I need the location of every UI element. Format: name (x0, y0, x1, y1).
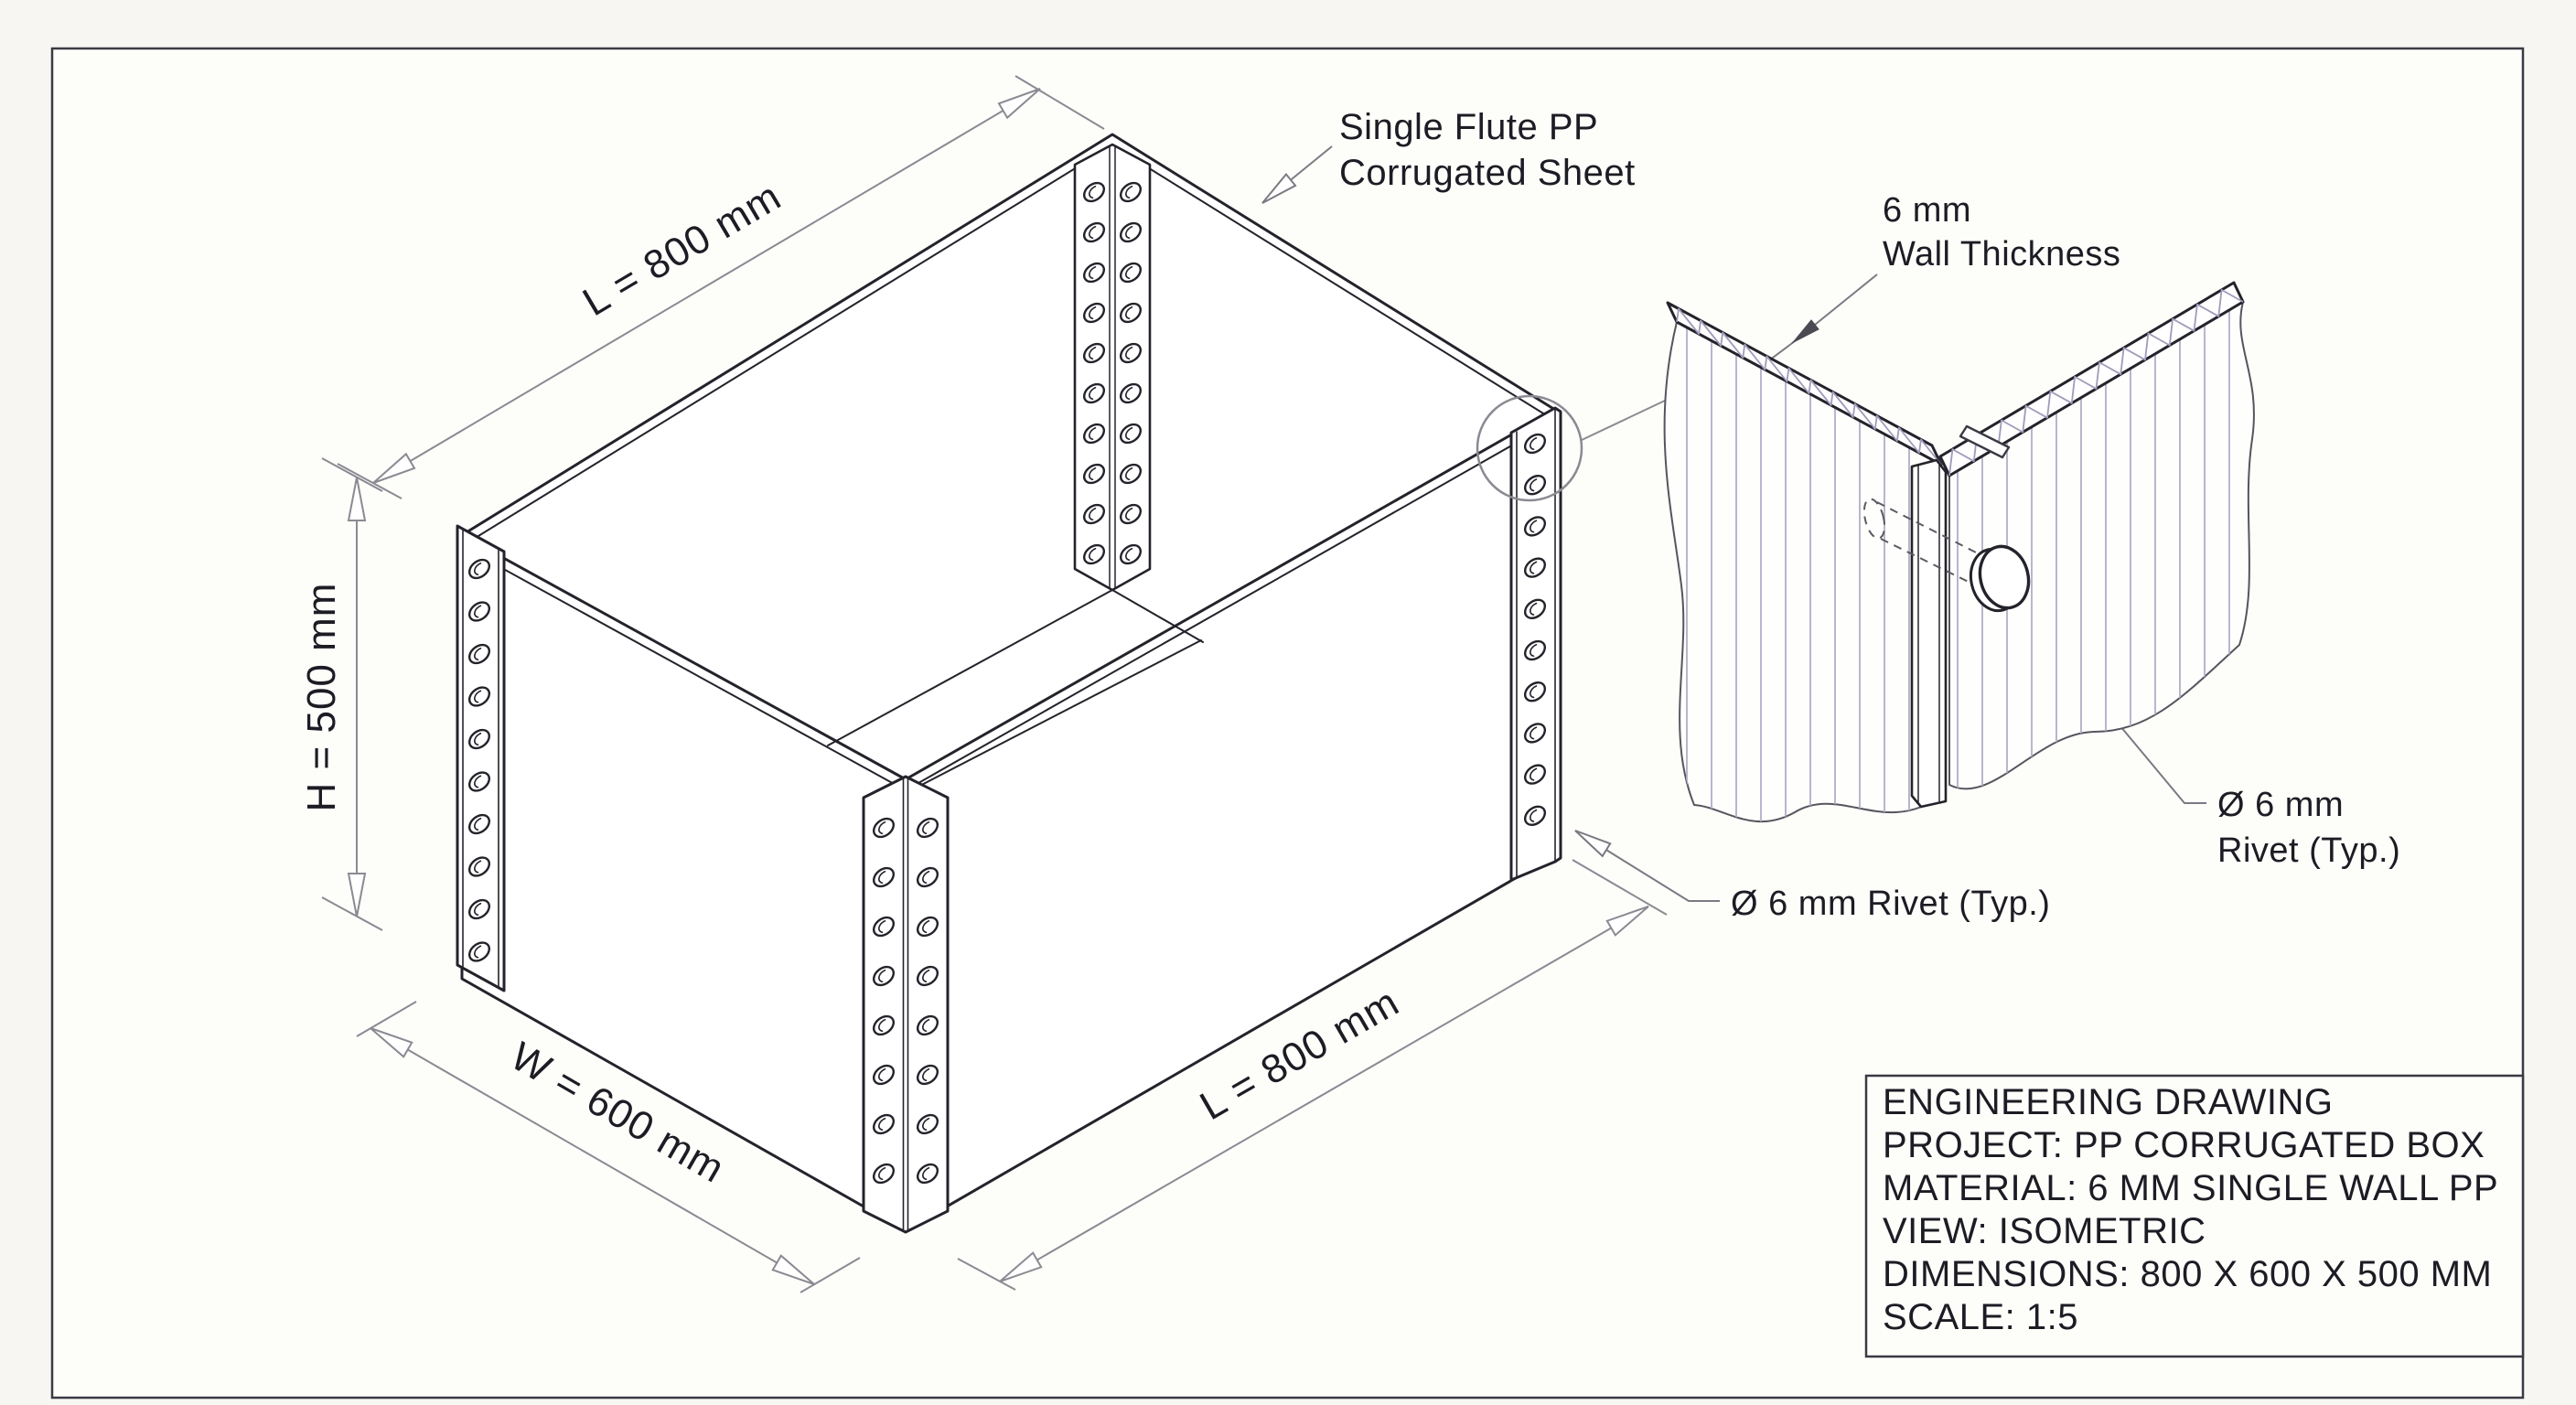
callout-wall-thickness-line1: 6 mm (1883, 191, 1971, 230)
callout-sheet-line2: Corrugated Sheet (1339, 153, 1636, 193)
dim-line-length-top (372, 88, 1041, 484)
title-line-3: MATERIAL: 6 MM SINGLE WALL PP (1883, 1168, 2498, 1208)
dim-label-height: H = 500 mm (299, 583, 344, 812)
leader-rivet-main (1574, 830, 1720, 902)
title-block-frame (1864, 1074, 2525, 1358)
detail-rivet-head (1969, 544, 2031, 613)
corner-post-front (862, 775, 950, 1234)
corner-post-back (1073, 143, 1152, 592)
dim-line-length-bottom (999, 906, 1649, 1282)
detail-callout-circle (1476, 394, 1583, 502)
title-line-2: PROJECT: PP CORRUGATED BOX (1883, 1125, 2485, 1165)
leader-sheet-label (1261, 145, 1333, 204)
title-block: ENGINEERING DRAWING PROJECT: PP CORRUGAT… (1864, 1074, 2525, 1358)
callout-rivet-detail-line2: Rivet (Typ.) (2217, 831, 2400, 870)
rivet-tail-nub (1959, 424, 2011, 459)
leader-wall-thickness-outer (1790, 273, 1878, 345)
callout-sheet-line1: Single Flute PP (1339, 107, 1598, 147)
dimensions (321, 75, 1668, 1293)
corner-detail-view (1663, 281, 2255, 823)
title-line-5: DIMENSIONS: 800 X 600 X 500 MM (1883, 1254, 2492, 1294)
detail-corner-strip (1910, 458, 1948, 809)
corner-post-left (456, 524, 506, 992)
rivet-shaft-hidden (1862, 498, 1984, 590)
callout-rivet-main: Ø 6 mm Rivet (Typ.) (1731, 885, 2050, 923)
box-interior-floor (827, 589, 1204, 793)
title-line-4: VIEW: ISOMETRIC (1883, 1211, 2206, 1251)
title-line-6: SCALE: 1:5 (1883, 1297, 2078, 1337)
callout-wall-thickness-line2: Wall Thickness (1883, 235, 2120, 273)
detail-connector-line (1581, 399, 1668, 441)
dim-line-width (370, 1027, 815, 1285)
callout-rivet-detail-line1: Ø 6 mm (2217, 786, 2344, 824)
title-line-1: ENGINEERING DRAWING (1883, 1082, 2334, 1122)
